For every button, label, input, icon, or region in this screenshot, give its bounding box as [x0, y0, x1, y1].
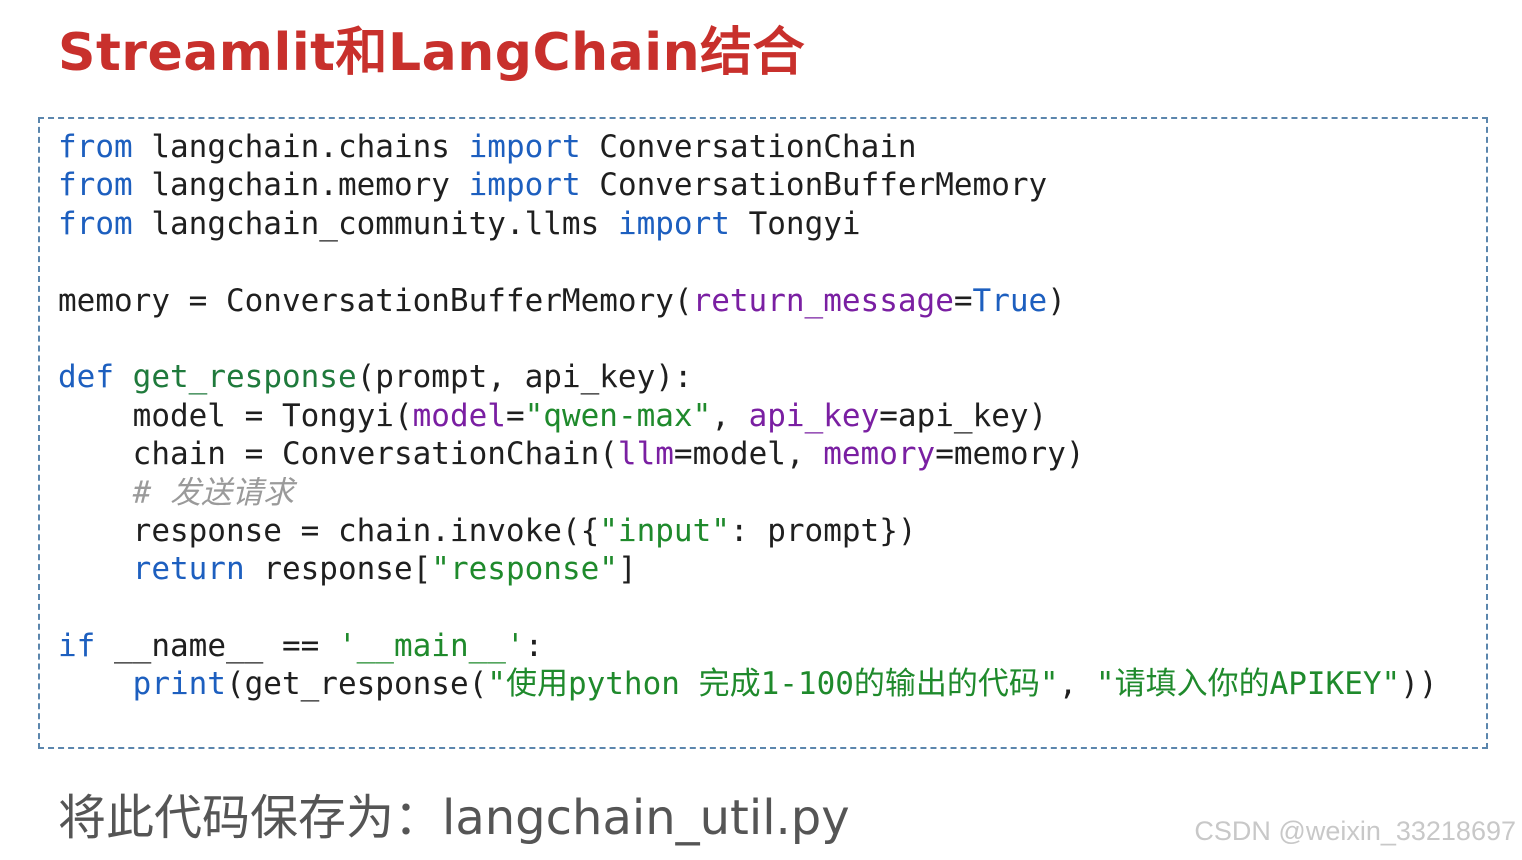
code-text: response[: [263, 551, 432, 588]
code-line-response: response = chain.invoke({"input": prompt…: [58, 512, 1438, 550]
keyword-from: from: [58, 129, 133, 165]
code-line-1: from langchain.chains import Conversatio…: [58, 128, 1438, 166]
code-line-def: def get_response(prompt, api_key):: [58, 358, 1438, 396]
code-line-memory: memory = ConversationBufferMemory(return…: [58, 282, 1438, 320]
slide-title: Streamlit和LangChain结合: [58, 23, 806, 83]
code-text: __name__ ==: [114, 628, 338, 665]
keyword-true: True: [972, 282, 1048, 319]
code-line-blank: [58, 589, 1438, 627]
class-name: Tongyi: [748, 205, 861, 242]
class-name: ConversationChain: [599, 129, 917, 165]
code-comment: # 发送请求: [132, 474, 294, 511]
module-name: langchain.memory: [151, 167, 450, 204]
code-text: ,: [711, 397, 749, 434]
keyword-from: from: [58, 205, 133, 242]
code-line-blank: [58, 320, 1438, 358]
code-text: ,: [1058, 666, 1096, 703]
keyword-def: def: [58, 359, 114, 396]
string-literal: "请填入你的APIKEY": [1095, 666, 1401, 703]
save-instruction: 将此代码保存为：langchain_util.py: [58, 790, 850, 846]
code-line-3: from langchain_community.llms import Ton…: [58, 205, 1438, 243]
code-box: [38, 117, 1488, 749]
module-name: langchain.chains: [151, 129, 450, 165]
code-line-if: if __name__ == '__main__':: [58, 627, 1438, 665]
code-text: response = chain.invoke({: [132, 512, 600, 549]
code-text: ): [1047, 282, 1066, 319]
keyword-import: import: [468, 129, 581, 165]
operator: =: [505, 397, 525, 434]
param-return-message: return_message: [692, 282, 954, 319]
code-text: :: [524, 628, 544, 665]
operator: =: [953, 282, 973, 319]
code-line-model: model = Tongyi(model="qwen-max", api_key…: [58, 397, 1438, 435]
string-literal: "qwen-max": [524, 397, 712, 434]
string-literal: "response": [431, 551, 618, 588]
string-literal: "使用python 完成1-100的输出的代码": [487, 666, 1059, 703]
param-model: model: [412, 397, 506, 434]
function-name: get_response: [132, 359, 357, 396]
code-line-chain: chain = ConversationChain(llm=model, mem…: [58, 435, 1438, 473]
code-text: )): [1400, 666, 1438, 703]
code-text: memory = ConversationBufferMemory(: [58, 282, 693, 319]
module-name: langchain_community.llms: [151, 205, 600, 242]
keyword-import: import: [468, 167, 581, 204]
code-line-return: return response["response"]: [58, 550, 1438, 588]
keyword-if: if: [58, 628, 96, 665]
code-text: =api_key): [879, 397, 1048, 434]
string-literal: '__main__': [337, 628, 525, 665]
code-line-print: print(get_response("使用python 完成1-100的输出的…: [58, 665, 1438, 703]
class-name: ConversationBufferMemory: [599, 167, 1048, 204]
keyword-import: import: [617, 205, 730, 242]
code-block: from langchain.chains import Conversatio…: [58, 128, 1438, 704]
builtin-print: print: [132, 666, 226, 703]
code-text: (get_response(: [225, 666, 488, 703]
code-text: =model,: [673, 436, 824, 473]
code-text: model = Tongyi(: [132, 397, 413, 434]
string-literal: "input": [599, 512, 730, 549]
code-line-blank: [58, 243, 1438, 281]
code-text: ]: [617, 551, 637, 588]
keyword-from: from: [58, 167, 133, 204]
code-text: =memory): [935, 436, 1085, 473]
code-text: (prompt, api_key):: [356, 359, 693, 396]
param-llm: llm: [617, 436, 674, 473]
code-line-comment: # 发送请求: [58, 474, 1438, 512]
watermark: CSDN @weixin_33218697: [1194, 816, 1516, 846]
keyword-return: return: [132, 551, 245, 588]
code-line-2: from langchain.memory import Conversatio…: [58, 166, 1438, 204]
code-text: : prompt}): [729, 512, 917, 549]
param-api-key: api_key: [748, 397, 880, 434]
code-text: chain = ConversationChain(: [132, 436, 618, 473]
param-memory: memory: [823, 436, 936, 473]
